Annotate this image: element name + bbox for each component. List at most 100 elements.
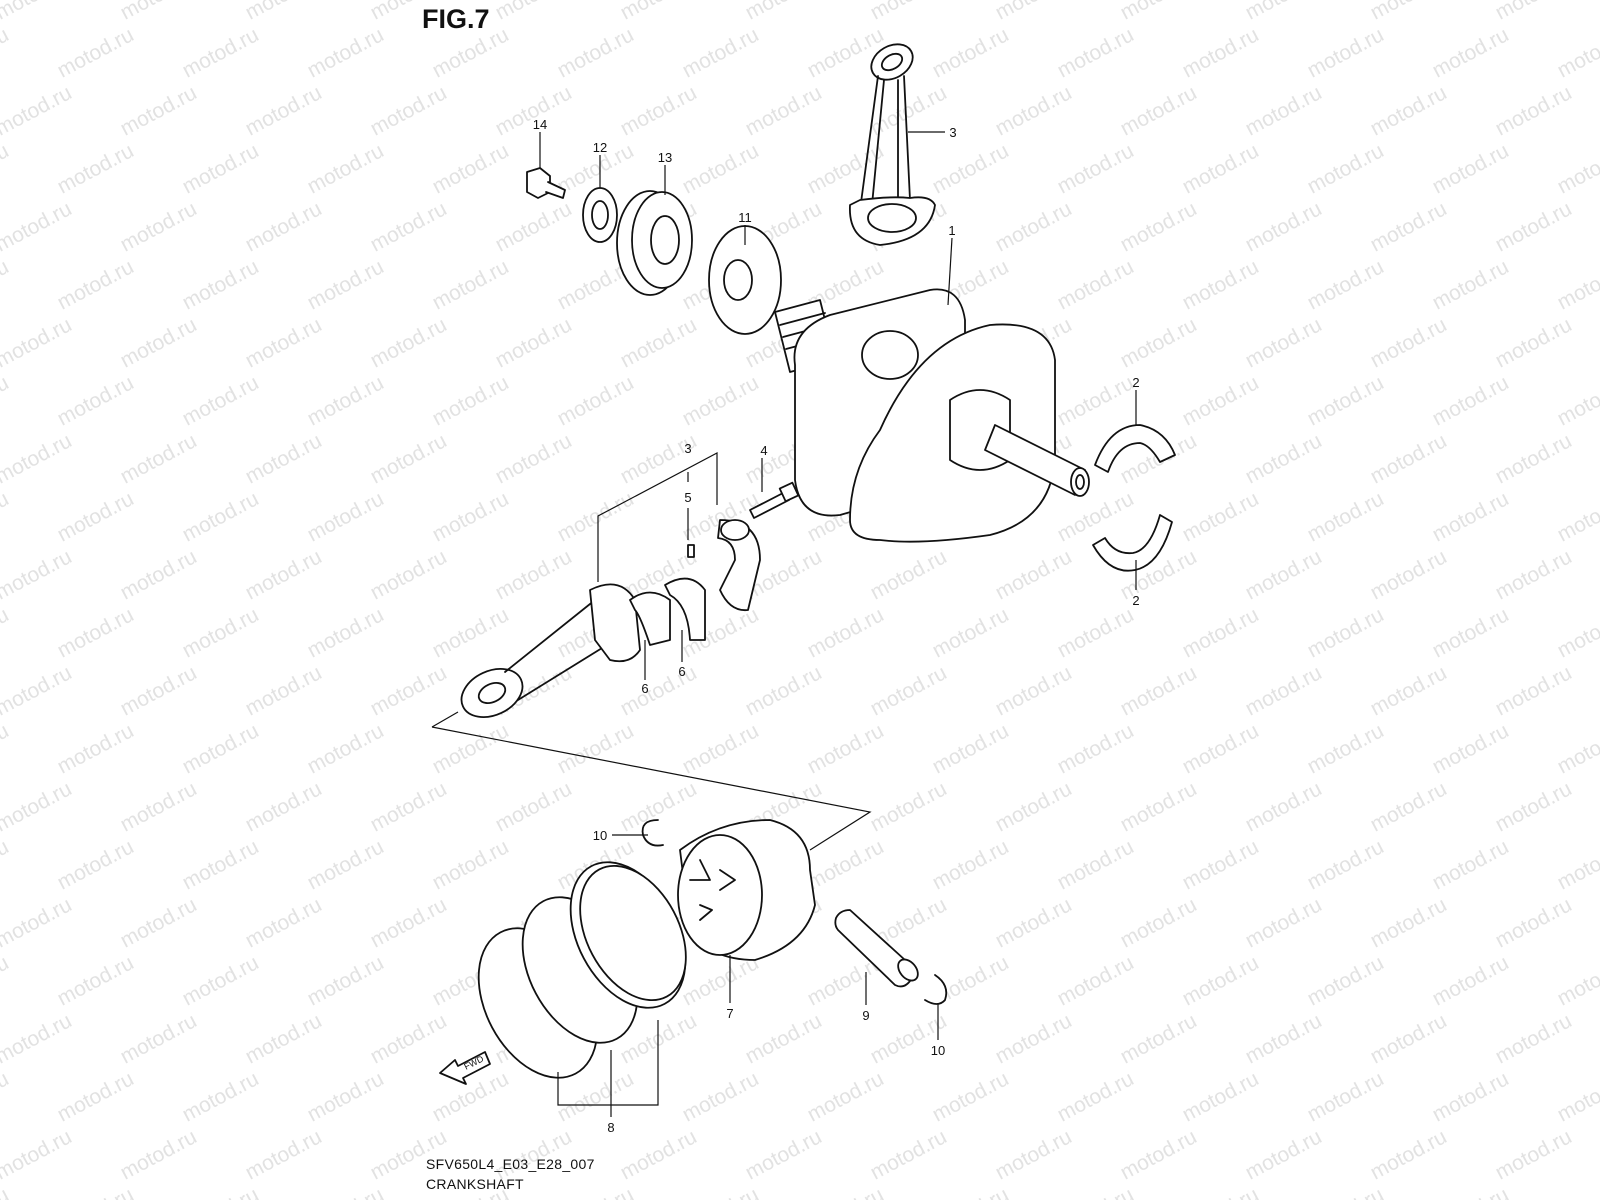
- watermark-text: motod.ru: [0, 313, 76, 372]
- watermark-text: motod.ru: [1492, 81, 1576, 140]
- watermark-text: motod.ru: [742, 1009, 826, 1068]
- watermark-text: motod.ru: [242, 313, 326, 372]
- pin-and-clips: [641, 819, 948, 1005]
- watermark-text: motod.ru: [304, 719, 388, 778]
- callout-4: 4: [760, 443, 767, 458]
- watermark-text: motod.ru: [1554, 1067, 1600, 1126]
- watermark-text: motod.ru: [0, 429, 76, 488]
- callout-1: 1: [948, 223, 955, 238]
- watermark-text: motod.ru: [1429, 139, 1513, 198]
- watermark-text: motod.ru: [1054, 139, 1138, 198]
- watermark-text: motod.ru: [929, 1067, 1013, 1126]
- watermark-text: motod.ru: [0, 139, 13, 198]
- watermark-text: motod.ru: [1242, 0, 1326, 24]
- watermark-text: motod.ru: [1554, 603, 1600, 662]
- watermark-text: motod.ru: [179, 1067, 263, 1126]
- watermark-text: motod.ru: [1554, 719, 1600, 778]
- watermark-text: motod.ru: [929, 1183, 1013, 1200]
- watermark-text: motod.ru: [1117, 661, 1201, 720]
- small-parts-top: [526, 167, 782, 335]
- callout-11: 11: [738, 210, 752, 225]
- watermark-text: motod.ru: [929, 835, 1013, 894]
- watermark-text: motod.ru: [679, 1183, 763, 1200]
- watermark-text: motod.ru: [867, 0, 951, 24]
- watermark-text: motod.ru: [1429, 255, 1513, 314]
- watermark-text: motod.ru: [367, 429, 451, 488]
- watermark-text: motod.ru: [0, 23, 13, 82]
- watermark-text: motod.ru: [367, 777, 451, 836]
- piston-part: [677, 819, 816, 961]
- watermark-text: motod.ru: [1242, 1009, 1326, 1068]
- watermark-text: motod.ru: [367, 197, 451, 256]
- callout-12: 12: [593, 140, 607, 155]
- watermark-text: motod.ru: [492, 429, 576, 488]
- watermark-text: motod.ru: [867, 545, 951, 604]
- watermark-text: motod.ru: [929, 719, 1013, 778]
- watermark-text: motod.ru: [992, 1009, 1076, 1068]
- watermark-text: motod.ru: [804, 603, 888, 662]
- watermark-text: motod.ru: [179, 487, 263, 546]
- watermark-text: motod.ru: [117, 313, 201, 372]
- watermark-text: motod.ru: [992, 197, 1076, 256]
- watermark-text: motod.ru: [1429, 371, 1513, 430]
- watermark-text: motod.ru: [54, 487, 138, 546]
- watermark-text: motod.ru: [179, 719, 263, 778]
- watermark-text: motod.ru: [1179, 255, 1263, 314]
- figure-name: CRANKSHAFT: [426, 1176, 524, 1192]
- watermark-text: motod.ru: [429, 139, 513, 198]
- watermark-text: motod.ru: [1554, 487, 1600, 546]
- watermark-text: motod.ru: [179, 1183, 263, 1200]
- watermark-text: motod.ru: [429, 835, 513, 894]
- watermark-text: motod.ru: [992, 893, 1076, 952]
- watermark-text: motod.ru: [429, 1067, 513, 1126]
- watermark-text: motod.ru: [429, 603, 513, 662]
- watermark-text: motod.ru: [1304, 139, 1388, 198]
- watermark-text: motod.ru: [0, 487, 13, 546]
- watermark-text: motod.ru: [304, 1067, 388, 1126]
- watermark-text: motod.ru: [929, 603, 1013, 662]
- watermark-text: motod.ru: [1179, 951, 1263, 1010]
- watermark-text: motod.ru: [1429, 1183, 1513, 1200]
- watermark-text: motod.ru: [1242, 893, 1326, 952]
- watermark-text: motod.ru: [1304, 603, 1388, 662]
- watermark-text: motod.ru: [242, 777, 326, 836]
- watermark-text: motod.ru: [1117, 893, 1201, 952]
- watermark-text: motod.ru: [0, 835, 13, 894]
- watermark-text: motod.ru: [179, 139, 263, 198]
- watermark-text: motod.ru: [554, 1183, 638, 1200]
- watermark-text: motod.ru: [1304, 835, 1388, 894]
- watermark-text: motod.ru: [1492, 1125, 1576, 1184]
- watermark-text: motod.ru: [617, 313, 701, 372]
- watermark-text: motod.ru: [1367, 1009, 1451, 1068]
- watermark-text: motod.ru: [1179, 23, 1263, 82]
- watermark-text: motod.ru: [242, 893, 326, 952]
- watermark-text: motod.ru: [1117, 81, 1201, 140]
- callout-6-a: 6: [641, 681, 648, 696]
- watermark-text: motod.ru: [1304, 719, 1388, 778]
- crank-bearings: [1092, 424, 1176, 572]
- watermark-text: motod.ru: [992, 81, 1076, 140]
- watermark-text: motod.ru: [179, 255, 263, 314]
- watermark-text: motod.ru: [1492, 545, 1576, 604]
- watermark-text: motod.ru: [554, 719, 638, 778]
- watermark-text: motod.ru: [304, 487, 388, 546]
- watermark-text: motod.ru: [242, 0, 326, 24]
- callout-13: 13: [658, 150, 672, 165]
- watermark-text: motod.ru: [242, 545, 326, 604]
- watermark-text: motod.ru: [1242, 545, 1326, 604]
- callout-9: 9: [862, 1008, 869, 1023]
- watermark-text: motod.ru: [1367, 429, 1451, 488]
- watermark-text: motod.ru: [1554, 1183, 1600, 1200]
- watermark-text: motod.ru: [1429, 719, 1513, 778]
- watermark-text: motod.ru: [1242, 81, 1326, 140]
- watermark-text: motod.ru: [0, 603, 13, 662]
- watermark-text: motod.ru: [1242, 777, 1326, 836]
- watermark-text: motod.ru: [1179, 139, 1263, 198]
- watermark-text: motod.ru: [1117, 0, 1201, 24]
- watermark-text: motod.ru: [492, 777, 576, 836]
- watermark-text: motod.ru: [1179, 1183, 1263, 1200]
- watermark-text: motod.ru: [679, 1067, 763, 1126]
- watermark-text: motod.ru: [867, 661, 951, 720]
